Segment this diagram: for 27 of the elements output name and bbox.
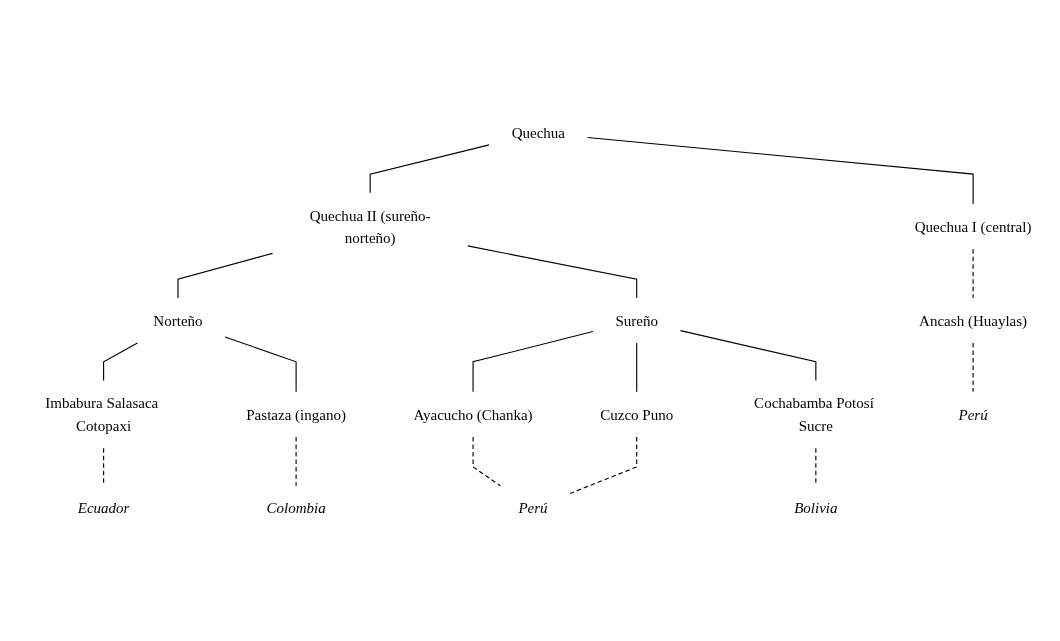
node-text: Perú xyxy=(518,499,548,517)
node-text: Norteño xyxy=(153,312,203,329)
node-text: Quechua II (sureño-norteño) xyxy=(309,207,431,247)
node-text: Cuzco Puno xyxy=(600,406,674,423)
connector xyxy=(467,245,638,299)
node-text: Pastaza (ingano) xyxy=(246,406,346,423)
node-text: Ecuador xyxy=(77,499,130,517)
node-text: Bolivia xyxy=(794,499,838,517)
node-text: Quechua xyxy=(511,124,566,142)
node-text: Perú xyxy=(958,406,988,423)
node-text: Ancash (Huaylas) xyxy=(919,312,1028,329)
node-text: Ayacucho (Chanka) xyxy=(413,406,533,423)
connector xyxy=(224,336,297,393)
connector xyxy=(472,436,501,487)
connector xyxy=(103,342,138,382)
connector xyxy=(569,436,638,494)
node-text: Quechua I (central) xyxy=(914,218,1032,235)
node-text: Imbabura Salasaca Cotopaxi xyxy=(45,394,159,434)
connector xyxy=(369,144,490,194)
connector xyxy=(177,252,274,299)
connector xyxy=(636,342,638,393)
node-text: Colombia xyxy=(266,499,326,517)
node-text: Sureño xyxy=(615,312,658,329)
connector xyxy=(679,330,817,382)
connector xyxy=(472,331,594,393)
node-text: Cochabamba Potosí Sucre xyxy=(754,394,874,434)
connector xyxy=(587,136,974,205)
